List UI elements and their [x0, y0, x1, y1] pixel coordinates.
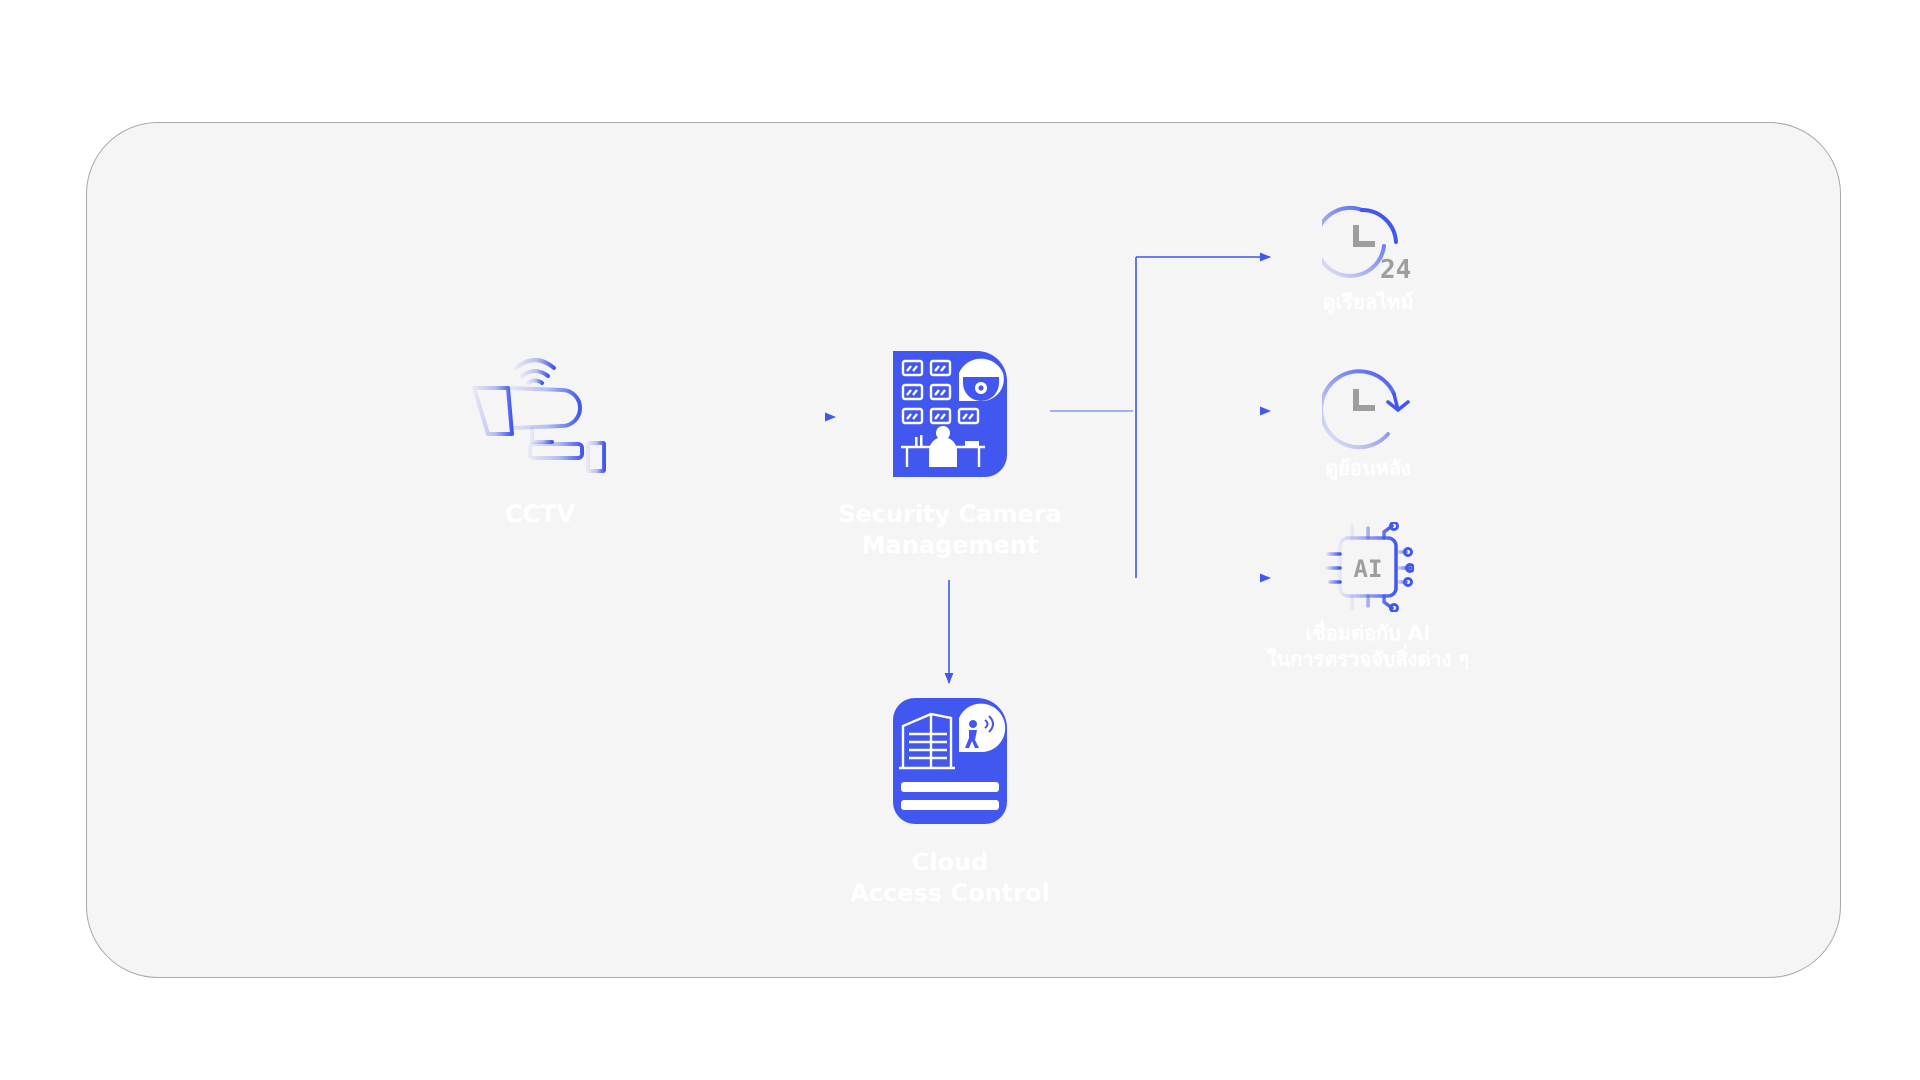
- security-camera-management-label-line1: Security Camera: [838, 500, 1062, 528]
- clock-24-badge: 24: [1380, 255, 1411, 285]
- ai-label-line1: เชื่อมต่อกับ AI: [1305, 621, 1431, 645]
- security-camera-management-label-line2: Management: [861, 531, 1039, 559]
- cloud-access-control-label-line2: Access Control: [850, 879, 1050, 907]
- security-camera-management-label: Security Camera Management: [800, 499, 1100, 561]
- clock-24-icon: 24: [1322, 205, 1411, 285]
- ai-chip-text: AI: [1354, 555, 1383, 583]
- cctv-label: CCTV: [504, 500, 576, 528]
- diagram-panel: [86, 122, 1841, 978]
- cloud-access-control-label-line1: Cloud: [911, 848, 989, 876]
- ai-label: เชื่อมต่อกับ AI ในการตรวจจับสิ่งต่าง ๆ: [1218, 620, 1518, 672]
- security-monitoring-room-icon: [893, 351, 1007, 477]
- cctv-camera-icon: [472, 358, 606, 473]
- building-access-card-icon: [893, 698, 1007, 824]
- clock-replay-icon: [1322, 369, 1410, 450]
- ai-chip-icon: AI: [1324, 522, 1414, 612]
- cloud-access-control-label: Cloud Access Control: [800, 847, 1100, 909]
- realtime-label: ดูเรียลไทม์: [1322, 290, 1414, 314]
- playback-label: ดูย้อนหลัง: [1325, 456, 1411, 480]
- ai-label-line2: ในการตรวจจับสิ่งต่าง ๆ: [1266, 647, 1470, 671]
